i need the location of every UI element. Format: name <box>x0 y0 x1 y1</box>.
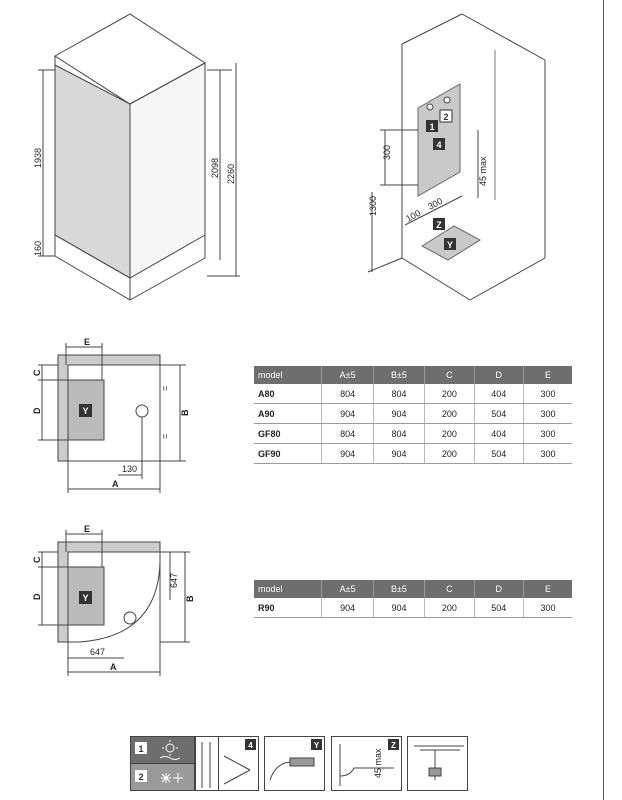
plan1-marker-y: Y <box>82 406 88 416</box>
table-cell: GF80 <box>254 423 323 444</box>
plan2-label-a: A <box>110 662 117 672</box>
plan2-label-b: B <box>185 595 195 602</box>
dim-2098: 2098 <box>210 158 220 178</box>
table-header-row: model A±5 B±5 C D E <box>254 366 572 384</box>
table-cell: 300 <box>523 403 572 424</box>
table-cell: 904 <box>373 443 426 464</box>
sun-icon <box>159 740 181 760</box>
plan2-label-e: E <box>84 524 90 534</box>
dim-2260: 2260 <box>226 164 236 184</box>
cabin-elevation-drawing: 1938 160 2098 2260 <box>33 13 240 301</box>
table-cell: 504 <box>474 598 525 618</box>
marker-z: Z <box>436 220 442 230</box>
dim-300-vertical: 300 <box>382 145 392 160</box>
table-cell: 300 <box>523 384 572 404</box>
table-cell: 300 <box>523 443 572 464</box>
table-cell: R90 <box>254 598 323 618</box>
legend-45-max: 45 max <box>373 748 383 778</box>
table-cell: 904 <box>321 403 374 424</box>
plan2-label-d: D <box>32 593 42 600</box>
column-header: D <box>474 366 525 384</box>
column-header: E <box>523 580 572 598</box>
column-header: model <box>254 580 323 598</box>
table-cell: 904 <box>373 403 426 424</box>
legend-key-y: Y <box>314 741 320 750</box>
legend-key-z: Z <box>391 741 396 750</box>
table-header-row: model A±5 B±5 C D E <box>254 580 572 598</box>
column-header: B±5 <box>373 366 426 384</box>
table-cell: 904 <box>373 598 426 618</box>
marker-2: 2 <box>443 112 448 122</box>
dim-45-max: 45 max <box>478 156 488 186</box>
dim-300-horizontal: 300 <box>426 196 444 212</box>
column-header: model <box>254 366 323 384</box>
dim-100: 100 <box>404 208 422 224</box>
marker-4: 4 <box>436 140 441 150</box>
plan1-label-b: B <box>180 409 190 416</box>
column-header: A±5 <box>321 580 374 598</box>
table-cell: 404 <box>474 423 525 444</box>
table-cell: GF90 <box>254 443 323 464</box>
marker-y: Y <box>447 240 453 250</box>
plan1-label-a: A <box>112 479 119 489</box>
table-cell: 804 <box>321 423 374 444</box>
table-cell: 300 <box>523 423 572 444</box>
legend-key-2: 2 <box>138 772 143 782</box>
table-cell: 200 <box>424 423 475 444</box>
plan2-marker-y: Y <box>82 593 88 603</box>
plan2-dim-647-horizontal: 647 <box>90 647 105 657</box>
plan1-label-e: E <box>84 337 90 347</box>
table-cell: 404 <box>474 384 525 404</box>
table-cell: A90 <box>254 403 323 424</box>
table-cell: 804 <box>373 384 426 404</box>
legend-key-1: 1 <box>138 744 143 754</box>
column-header: C <box>424 366 475 384</box>
right-border-line <box>603 0 604 800</box>
plan1-label-d: D <box>32 407 42 414</box>
table-cell: A80 <box>254 384 323 404</box>
table-cell: 904 <box>321 443 374 464</box>
table-cell: 200 <box>424 384 475 404</box>
table-cell: 504 <box>474 443 525 464</box>
dim-160: 160 <box>33 241 43 256</box>
column-header: C <box>424 580 475 598</box>
column-header: A±5 <box>321 366 374 384</box>
plan2-dim-647-vertical: 647 <box>169 573 179 588</box>
marker-1: 1 <box>429 122 434 132</box>
table-cell: 904 <box>321 598 374 618</box>
table-cell: 804 <box>321 384 374 404</box>
plan1-eq-bottom: = <box>160 434 170 439</box>
dim-1300: 1300 <box>368 196 378 216</box>
column-header: D <box>474 580 525 598</box>
plan1-dim-130: 130 <box>122 464 137 474</box>
table-cell: 200 <box>424 443 475 464</box>
connection-legend-strip: 1 2 4 Y Z 45 max <box>130 736 468 791</box>
snowflake-icon <box>161 773 183 783</box>
plan2-label-c: C <box>32 556 42 563</box>
table-cell: 504 <box>474 403 525 424</box>
installation-wall-drawing: 300 1300 100 300 45 max 1 2 4 Z Y <box>367 13 546 301</box>
column-header: E <box>523 366 572 384</box>
table-cell: 200 <box>424 403 475 424</box>
column-header: B±5 <box>373 580 426 598</box>
table-cell: 200 <box>424 598 475 618</box>
legend-key-4: 4 <box>248 741 253 750</box>
table-cell: 804 <box>373 423 426 444</box>
plan-view-rectangular: E C D B A 130 = = Y <box>32 337 190 493</box>
plan-view-quadrant: E C D B A 647 647 Y <box>32 524 195 676</box>
plan1-label-c: C <box>32 369 42 376</box>
dim-1938: 1938 <box>33 148 43 168</box>
table-cell: 300 <box>523 598 572 618</box>
plan1-eq-top: = <box>160 386 170 391</box>
